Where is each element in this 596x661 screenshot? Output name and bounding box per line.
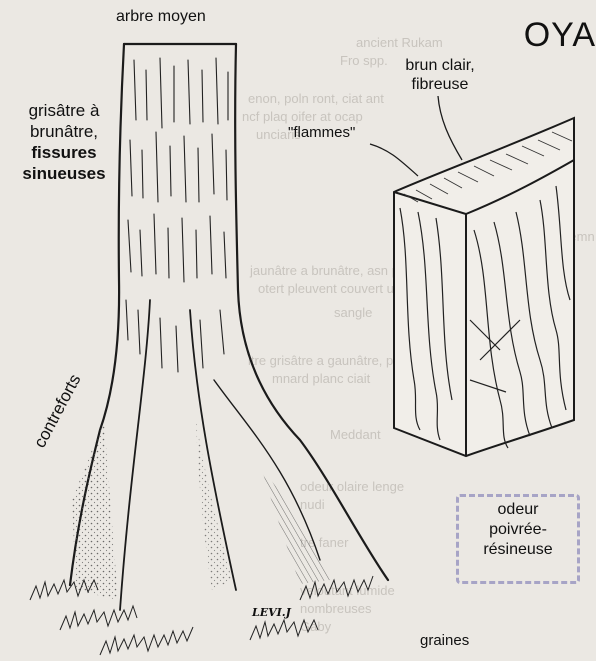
ground-grass xyxy=(30,576,373,655)
bark-outer-line: fissures xyxy=(8,142,120,163)
tree-size-label: arbre moyen xyxy=(116,8,206,26)
page-title: OYA xyxy=(524,16,596,55)
bark-outer-line: sinueuses xyxy=(8,163,120,184)
buttress-shading xyxy=(72,420,118,600)
odor-line: résineuse xyxy=(456,540,580,560)
bark-texture xyxy=(126,58,228,372)
bark-inner-line: brun clair, xyxy=(385,56,495,75)
flames-label: "flammes" xyxy=(288,124,355,141)
bark-outer-line: grisâtre à xyxy=(8,100,120,121)
bark-outer-label: grisâtre à brunâtre, fissures sinueuses xyxy=(8,100,120,184)
leader-lines xyxy=(370,96,462,176)
odor-label: odeur poivrée- résineuse xyxy=(456,500,580,560)
odor-line: odeur xyxy=(456,500,580,520)
bark-outer-line: brunâtre, xyxy=(8,121,120,142)
seeds-label: graines xyxy=(420,632,469,649)
buttress-shading xyxy=(196,420,232,590)
bark-inner-label: brun clair, fibreuse xyxy=(385,56,495,94)
artist-signature: LEVI.J xyxy=(252,606,291,619)
buttress-shading xyxy=(262,470,330,584)
bark-inner-line: fibreuse xyxy=(385,75,495,94)
odor-line: poivrée- xyxy=(456,520,580,540)
